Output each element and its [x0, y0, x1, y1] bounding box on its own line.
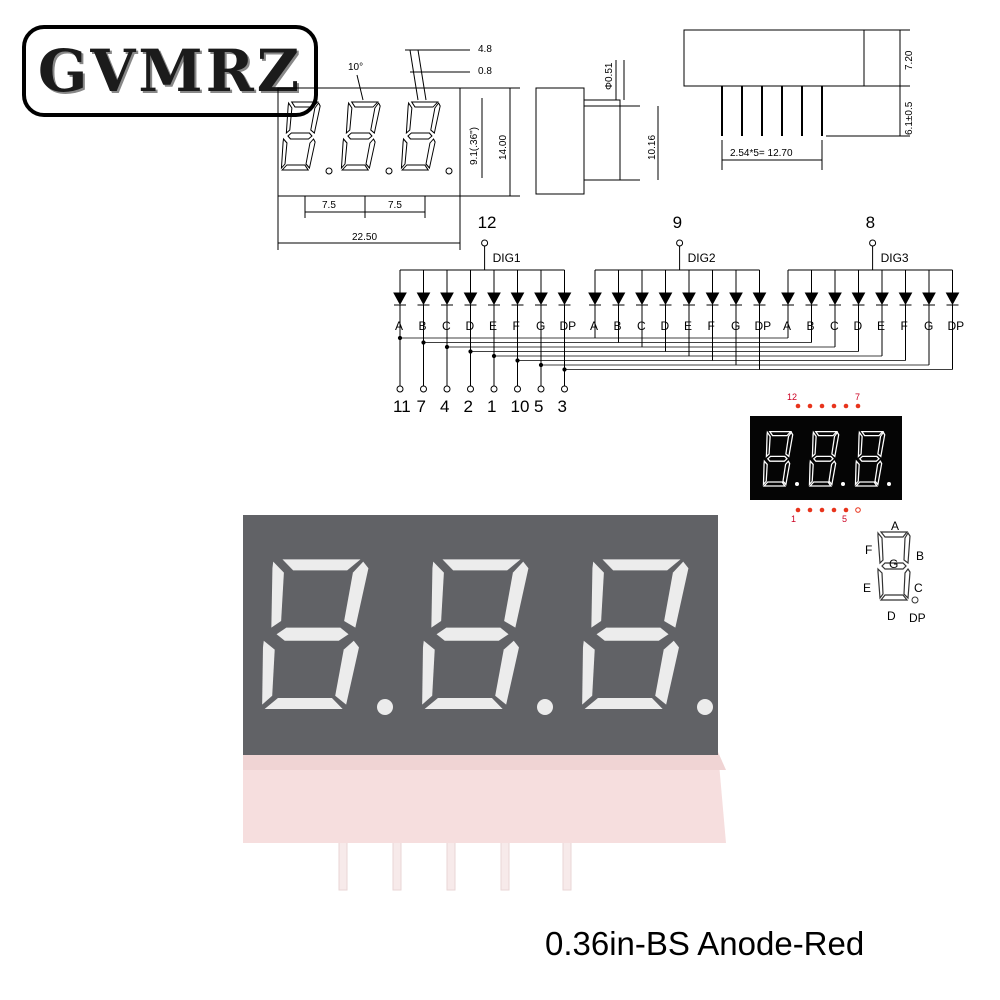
segment-label-b: B — [807, 319, 815, 333]
segment-label-c: C — [637, 319, 646, 333]
dim-body: 10.16 — [647, 135, 658, 160]
segment-label-a: A — [590, 319, 598, 333]
bottom-view-drawing — [683, 29, 910, 170]
mini-pin-7: 7 — [855, 392, 860, 402]
segment-pin-dp: 3 — [558, 397, 567, 416]
dim-top-b: 0.8 — [478, 66, 492, 77]
segment-pin-a: 11 — [393, 397, 411, 416]
segment-label-c: C — [830, 319, 839, 333]
schematic-diagram — [393, 239, 960, 393]
dim-digit-height: 9.1(.36") — [469, 127, 480, 165]
legend-a: A — [891, 519, 899, 533]
display-product-photo — [243, 515, 726, 891]
dim-pitch-2: 7.5 — [388, 200, 402, 211]
digit-label-3: DIG3 — [881, 251, 909, 265]
segment-label-d: D — [854, 319, 863, 333]
dim-pitch-1: 7.5 — [322, 200, 336, 211]
segment-label-g: G — [924, 319, 933, 333]
segment-label-b: B — [614, 319, 622, 333]
segment-label-dp: DP — [948, 319, 965, 333]
mini-display: 12 7 1 5 — [750, 392, 902, 524]
front-view-labels: 10° 4.8 0.8 7.5 7.5 22.50 9.1(.36") 14.0… — [322, 44, 509, 243]
product-caption: 0.36in-BS Anode-Red — [545, 925, 865, 962]
angle-label: 10° — [348, 62, 363, 73]
dim-pin-len: 6.1±0.5 — [904, 101, 915, 135]
digit-pin-9: 9 — [673, 213, 682, 232]
display-decimal-point — [537, 699, 553, 715]
segment-label-dp: DP — [560, 319, 577, 333]
dim-pin-dia: Φ0.51 — [604, 62, 615, 90]
dim-pin-pitch: 2.54*5= 12.70 — [730, 148, 793, 159]
segment-pin-d: 2 — [464, 397, 473, 416]
segment-label-a: A — [783, 319, 791, 333]
dim-thickness: 7.20 — [904, 50, 915, 70]
digit-label-1: DIG1 — [493, 251, 521, 265]
legend-c: C — [914, 581, 923, 595]
segment-label-f: F — [901, 319, 908, 333]
segment-label-g: G — [536, 319, 545, 333]
segment-label-e: E — [877, 319, 885, 333]
segment-pin-f: 10 — [511, 397, 530, 416]
segment-label-f: F — [513, 319, 520, 333]
legend-b: B — [916, 549, 924, 563]
legend-dp: DP — [909, 611, 926, 625]
digit-label-2: DIG2 — [688, 251, 716, 265]
dim-height: 14.00 — [498, 135, 509, 160]
legend-d: D — [887, 609, 896, 623]
segment-pin-g: 5 — [534, 397, 543, 416]
segment-label-g: G — [731, 319, 740, 333]
front-view-drawing — [277, 49, 520, 250]
segment-pin-b: 7 — [417, 397, 426, 416]
dim-width: 22.50 — [352, 232, 377, 243]
segment-label-f: F — [708, 319, 715, 333]
segment-label-dp: DP — [755, 319, 772, 333]
segment-legend: A B C D E F G DP — [863, 519, 926, 625]
legend-g: G — [889, 557, 898, 571]
segment-label-d: D — [661, 319, 670, 333]
dim-top-a: 4.8 — [478, 44, 492, 55]
mini-pin-12: 12 — [787, 392, 797, 402]
mini-pin-1: 1 — [791, 514, 796, 524]
segment-label-b: B — [419, 319, 427, 333]
side-view-drawing — [535, 60, 659, 195]
segment-label-e: E — [684, 319, 692, 333]
display-decimal-point — [377, 699, 393, 715]
segment-label-a: A — [395, 319, 403, 333]
digit-pin-12: 12 — [478, 213, 497, 232]
brand-logo: GVMRZ — [37, 37, 303, 105]
logo-frame — [22, 25, 318, 117]
segment-pin-e: 1 — [487, 397, 496, 416]
digit-pin-8: 8 — [866, 213, 875, 232]
segment-pin-c: 4 — [440, 397, 449, 416]
display-decimal-point — [697, 699, 713, 715]
segment-label-e: E — [489, 319, 497, 333]
segment-label-d: D — [466, 319, 475, 333]
legend-e: E — [863, 581, 871, 595]
segment-label-c: C — [442, 319, 451, 333]
legend-f: F — [865, 543, 872, 557]
mini-pin-5: 5 — [842, 514, 847, 524]
